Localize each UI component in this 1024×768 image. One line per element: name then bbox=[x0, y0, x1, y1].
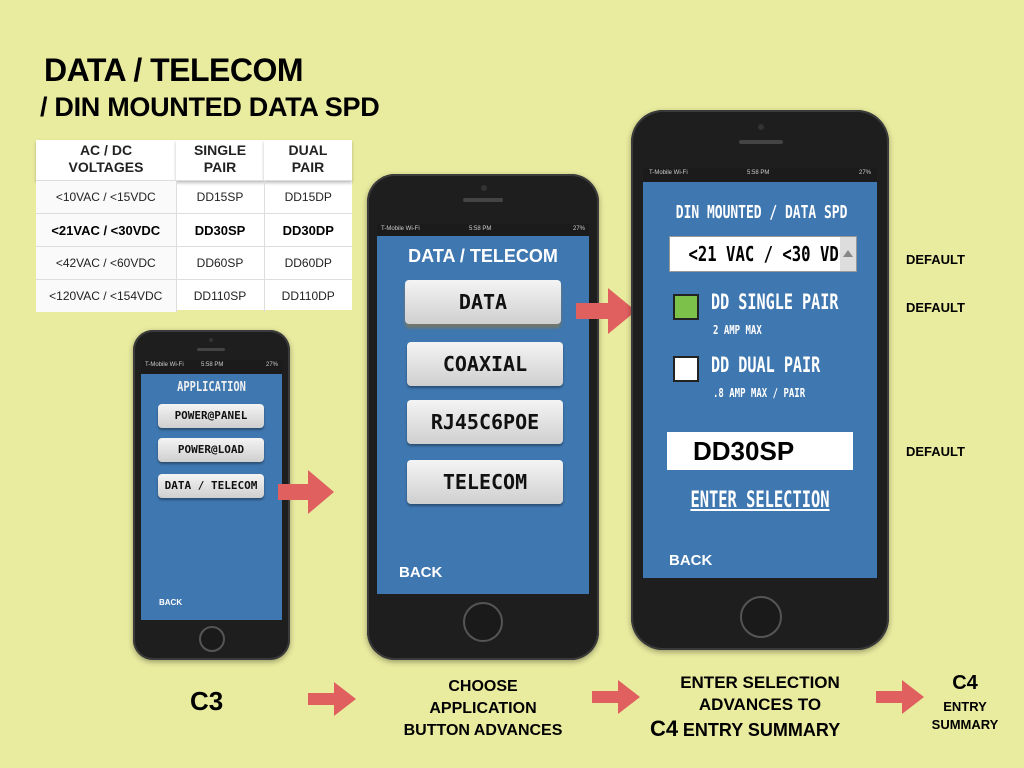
dual-pair-checkbox[interactable] bbox=[673, 356, 699, 382]
default-label: DEFAULT bbox=[906, 444, 965, 459]
phone-screen: T-Mobile Wi-Fi 5:58 PM 27% APPLICATION P… bbox=[141, 360, 282, 620]
dual-pair-sublabel: .8 AMP MAX / PAIR bbox=[713, 386, 806, 400]
status-time: 5:58 PM bbox=[747, 170, 770, 176]
status-bar: T-Mobile Wi-Fi 5:58 PM 27% bbox=[377, 224, 589, 236]
table-row: <42VAC / <60VDC DD60SP DD60DP bbox=[36, 246, 352, 280]
screen-header: DATA / TELECOM bbox=[408, 246, 558, 266]
table-cell: <120VAC / <154VDC bbox=[36, 279, 176, 312]
status-carrier: T-Mobile Wi-Fi bbox=[381, 226, 420, 232]
table-row: <21VAC / <30VDC DD30SP DD30DP bbox=[36, 213, 352, 247]
status-battery: 27% bbox=[858, 170, 871, 176]
phone-screen: T-Mobile Wi-Fi 5:58 PM 27% DIN MOUNTED /… bbox=[643, 168, 877, 578]
enter-caption-line2: ADVANCES TO bbox=[698, 695, 822, 714]
chevron-up-icon[interactable] bbox=[840, 237, 856, 271]
status-battery: 27% bbox=[265, 362, 278, 368]
status-time: 5:58 PM bbox=[201, 362, 224, 368]
slide-title: DATA / TELECOM bbox=[44, 52, 304, 88]
dual-pair-label: DD DUAL PAIR bbox=[711, 353, 821, 377]
enter-caption-c4: C4 bbox=[650, 716, 679, 741]
phone-screen: T-Mobile Wi-Fi 5:58 PM 27% DATA / TELECO… bbox=[377, 224, 589, 594]
single-pair-label: DD SINGLE PAIR bbox=[711, 290, 839, 314]
data-telecom-button[interactable]: DATA / TELECOM bbox=[158, 474, 264, 498]
table-cell: DD60DP bbox=[263, 246, 352, 280]
phone-camera bbox=[481, 185, 487, 191]
c3-label: C3 bbox=[190, 686, 224, 716]
table-cell: DD15DP bbox=[263, 180, 352, 214]
table-cell: DD110SP bbox=[175, 279, 264, 312]
back-button[interactable]: BACK bbox=[399, 564, 443, 581]
data-button[interactable]: DATA bbox=[405, 280, 561, 324]
table-header-dual-pair: DUAL PAIR bbox=[264, 140, 352, 181]
table-cell: DD60SP bbox=[175, 246, 264, 280]
c4-label: C4 bbox=[952, 672, 978, 694]
back-button[interactable]: BACK bbox=[159, 598, 183, 607]
table-cell: <21VAC / <30VDC bbox=[36, 213, 176, 247]
select-value: <21 VAC / <30 VDC bbox=[688, 242, 849, 266]
status-bar: T-Mobile Wi-Fi 5:58 PM 27% bbox=[141, 360, 282, 374]
status-time: 5:58 PM bbox=[469, 226, 492, 232]
table-row: <120VAC / <154VDC DD110SP DD110DP bbox=[36, 279, 352, 312]
table-cell: <10VAC / <15VDC bbox=[36, 180, 176, 214]
phone-din-mounted: T-Mobile Wi-Fi 5:58 PM 27% DIN MOUNTED /… bbox=[631, 110, 889, 650]
voltage-table: AC / DC VOLTAGES SINGLE PAIR DUAL PAIR <… bbox=[36, 140, 352, 312]
single-pair-checkbox[interactable] bbox=[673, 294, 699, 320]
arrow-right-icon bbox=[576, 288, 636, 334]
part-number-result: DD30SP bbox=[667, 432, 853, 470]
status-carrier: T-Mobile Wi-Fi bbox=[649, 170, 688, 176]
single-pair-sublabel: 2 AMP MAX bbox=[713, 323, 762, 337]
choose-application-caption: CHOOSE APPLICATION BUTTON ADVANCES bbox=[403, 678, 563, 739]
arrow-right-icon bbox=[592, 680, 640, 714]
screen-header: APPLICATION bbox=[177, 380, 246, 395]
phone-camera bbox=[209, 338, 213, 342]
rj45c6poe-button[interactable]: RJ45C6POE bbox=[407, 400, 563, 444]
table-cell: DD110DP bbox=[263, 279, 352, 312]
enter-selection-button[interactable]: ENTER SELECTION bbox=[690, 488, 830, 513]
arrow-right-icon bbox=[876, 680, 924, 714]
table-row: <10VAC / <15VDC DD15SP DD15DP bbox=[36, 180, 352, 214]
telecom-button[interactable]: TELECOM bbox=[407, 460, 563, 504]
enter-caption-line1: ENTER SELECTION bbox=[680, 673, 840, 692]
c4-sublabel: ENTRY SUMMARY bbox=[931, 699, 999, 732]
phone-speaker bbox=[463, 198, 503, 202]
status-bar: T-Mobile Wi-Fi 5:58 PM 27% bbox=[643, 168, 877, 182]
enter-caption-summary: ENTRY SUMMARY bbox=[682, 720, 841, 740]
table-cell: <42VAC / <60VDC bbox=[36, 246, 176, 280]
home-button[interactable] bbox=[740, 596, 782, 638]
table-header-voltages: AC / DC VOLTAGES bbox=[36, 140, 176, 181]
voltage-select[interactable]: <21 VAC / <30 VDC bbox=[669, 236, 857, 272]
default-label: DEFAULT bbox=[906, 252, 965, 267]
coaxial-button[interactable]: COAXIAL bbox=[407, 342, 563, 386]
phone-camera bbox=[758, 124, 764, 130]
slide-subtitle: / DIN MOUNTED DATA SPD bbox=[40, 92, 380, 122]
table-header-single-pair: SINGLE PAIR bbox=[176, 140, 264, 181]
status-carrier: T-Mobile Wi-Fi bbox=[145, 362, 184, 368]
arrow-right-icon bbox=[308, 682, 356, 716]
phone-speaker bbox=[739, 140, 783, 144]
enter-selection-caption: ENTER SELECTION ADVANCES TO C4 ENTRY SUM… bbox=[650, 672, 870, 742]
default-label: DEFAULT bbox=[906, 300, 965, 315]
phone-speaker bbox=[197, 348, 225, 351]
table-cell: DD15SP bbox=[175, 180, 264, 214]
power-at-panel-button[interactable]: POWER@PANEL bbox=[158, 404, 264, 428]
home-button[interactable] bbox=[463, 602, 503, 642]
phone-application: T-Mobile Wi-Fi 5:58 PM 27% APPLICATION P… bbox=[133, 330, 290, 660]
screen-header: DIN MOUNTED / DATA SPD bbox=[675, 202, 848, 223]
power-at-load-button[interactable]: POWER@LOAD bbox=[158, 438, 264, 462]
arrow-right-icon bbox=[278, 470, 334, 514]
back-button[interactable]: BACK bbox=[669, 552, 713, 569]
table-cell: DD30SP bbox=[175, 213, 264, 247]
phone-data-telecom: T-Mobile Wi-Fi 5:58 PM 27% DATA / TELECO… bbox=[367, 174, 599, 660]
home-button[interactable] bbox=[199, 626, 225, 652]
status-battery: 27% bbox=[572, 226, 585, 232]
table-cell: DD30DP bbox=[263, 213, 352, 247]
part-number-text: DD30SP bbox=[693, 436, 795, 466]
